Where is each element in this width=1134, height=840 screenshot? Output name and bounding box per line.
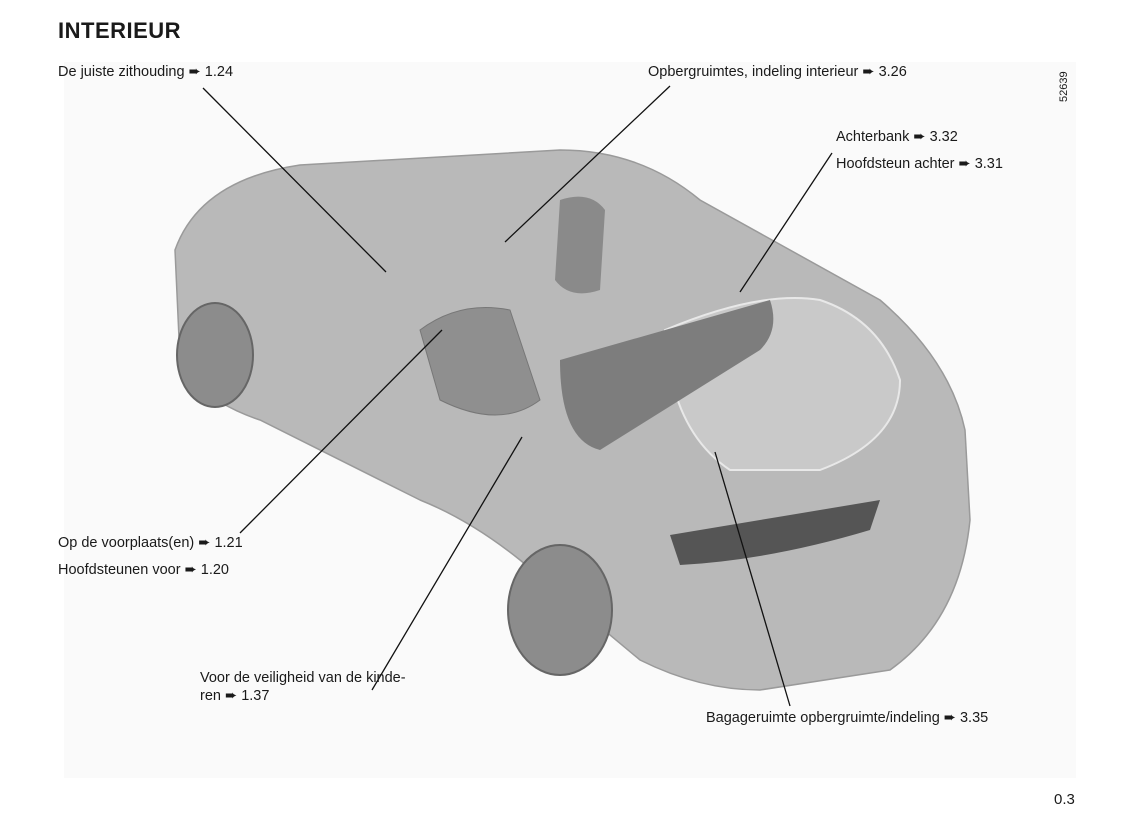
callout-seating-position: De juiste zithouding ➨ 1.24: [58, 64, 234, 80]
car-rear-seat: [560, 300, 774, 450]
callout-rear-headrest: Hoofdsteun achter ➨ 3.31: [836, 156, 1003, 172]
callout-storage-interior: Opbergruimtes, indeling interieur ➨ 3.26: [648, 64, 907, 80]
car-taillight: [670, 500, 880, 565]
callout-front-seats: Op de voorplaats(en) ➨ 1.21: [58, 535, 243, 551]
callout-rear-bench: Achterbank ➨ 3.32: [836, 129, 958, 145]
wheel-rear: [507, 544, 613, 676]
wheel-front: [176, 302, 254, 408]
page-title: INTERIEUR: [58, 18, 182, 43]
car-seatback: [555, 196, 605, 294]
car-front-seats: [419, 307, 541, 416]
wheels: [176, 302, 613, 676]
page-number: 0.3: [1054, 791, 1075, 808]
leader-lines: [202, 85, 833, 707]
callout-luggage: Bagageruimte opbergruimte/indeling ➨ 3.3…: [706, 710, 989, 726]
callout-front-headrests: Hoofdsteunen voor ➨ 1.20: [58, 562, 229, 578]
image-reference-number: 52639: [1058, 71, 1070, 102]
callout-child-safety: Voor de veiligheid van de kinde-ren ➨ 1.…: [200, 670, 406, 704]
